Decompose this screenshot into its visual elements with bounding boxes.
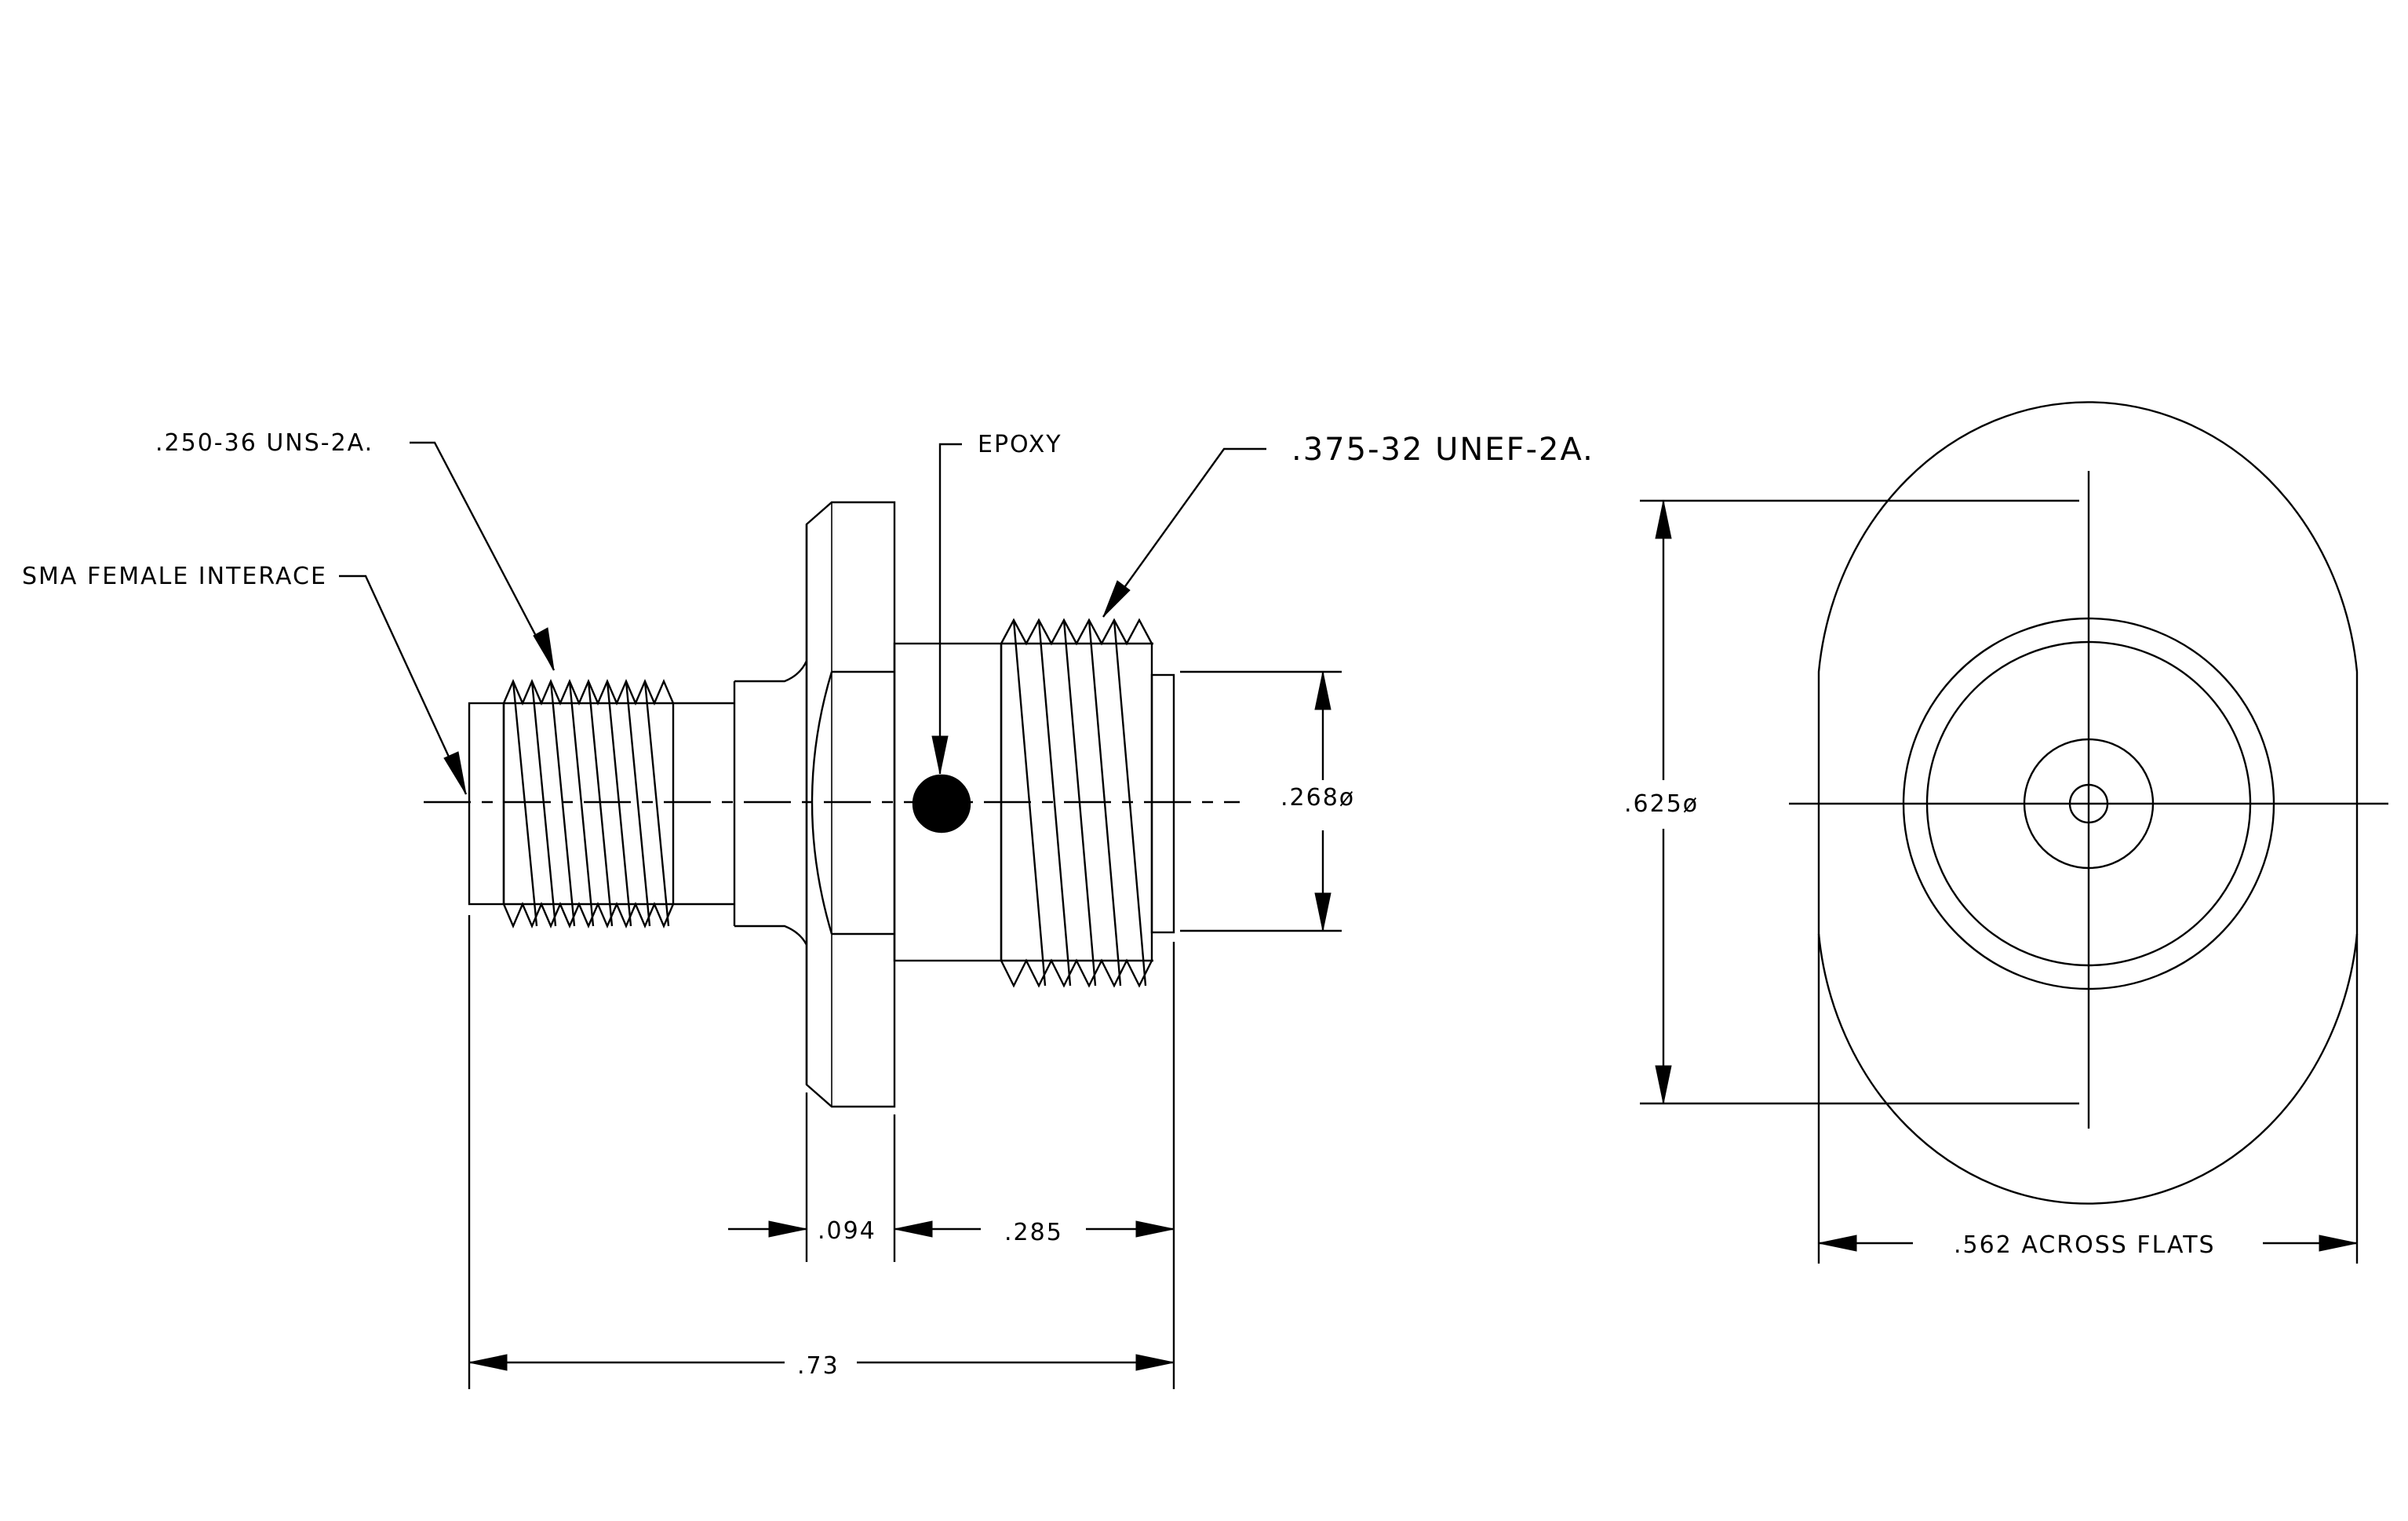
thread-helix-line	[625, 680, 651, 927]
dim-73: .73	[797, 1352, 840, 1380]
thread-helix-line	[549, 680, 576, 927]
dim-094: .094	[818, 1217, 876, 1245]
thread-helix-line	[1087, 619, 1122, 987]
leader-epoxy	[938, 443, 962, 774]
sma-nose	[468, 702, 505, 906]
label-epoxy: EPOXY	[978, 431, 1062, 458]
thread-helix-line	[1012, 619, 1047, 987]
epoxy-dot	[912, 774, 971, 833]
thread-helix-line	[587, 680, 614, 927]
thread-helix-line	[568, 680, 595, 927]
leader-thread-large	[1102, 447, 1266, 618]
label-thread-large: .375-32 UNEF-2A.	[1291, 432, 1594, 468]
thread-helix-line	[1062, 619, 1097, 987]
end-view: .625ø .562 ACROSS FLATS	[1624, 401, 2388, 1264]
leader-sma	[339, 574, 468, 795]
thread-helix-line	[643, 680, 670, 927]
thread-helix-line	[606, 680, 632, 927]
thread-helix-line	[1037, 619, 1072, 987]
dim-562-across-flats: .562 ACROSS FLATS	[1954, 1231, 2216, 1259]
leader-thread-small	[410, 441, 556, 671]
thread-helix-line	[530, 680, 557, 927]
thread-helix-line	[512, 680, 538, 927]
dim-285: .285	[1004, 1219, 1063, 1246]
side-view: SMA FEMALE INTERACE .250-36 UNS-2A. EPOX…	[22, 429, 1594, 1389]
thread-helix-line	[1113, 619, 1147, 987]
body-fillet	[734, 660, 808, 946]
dim-625-diameter: .625ø	[1624, 790, 1699, 818]
label-sma-female-interface: SMA FEMALE INTERACE	[22, 563, 327, 590]
rear-cap	[1150, 673, 1175, 934]
flange	[805, 501, 896, 1108]
label-thread-small: .250-36 UNS-2A.	[155, 429, 373, 457]
dim-268-diameter: .268ø	[1281, 784, 1355, 812]
small-thread	[502, 678, 675, 929]
